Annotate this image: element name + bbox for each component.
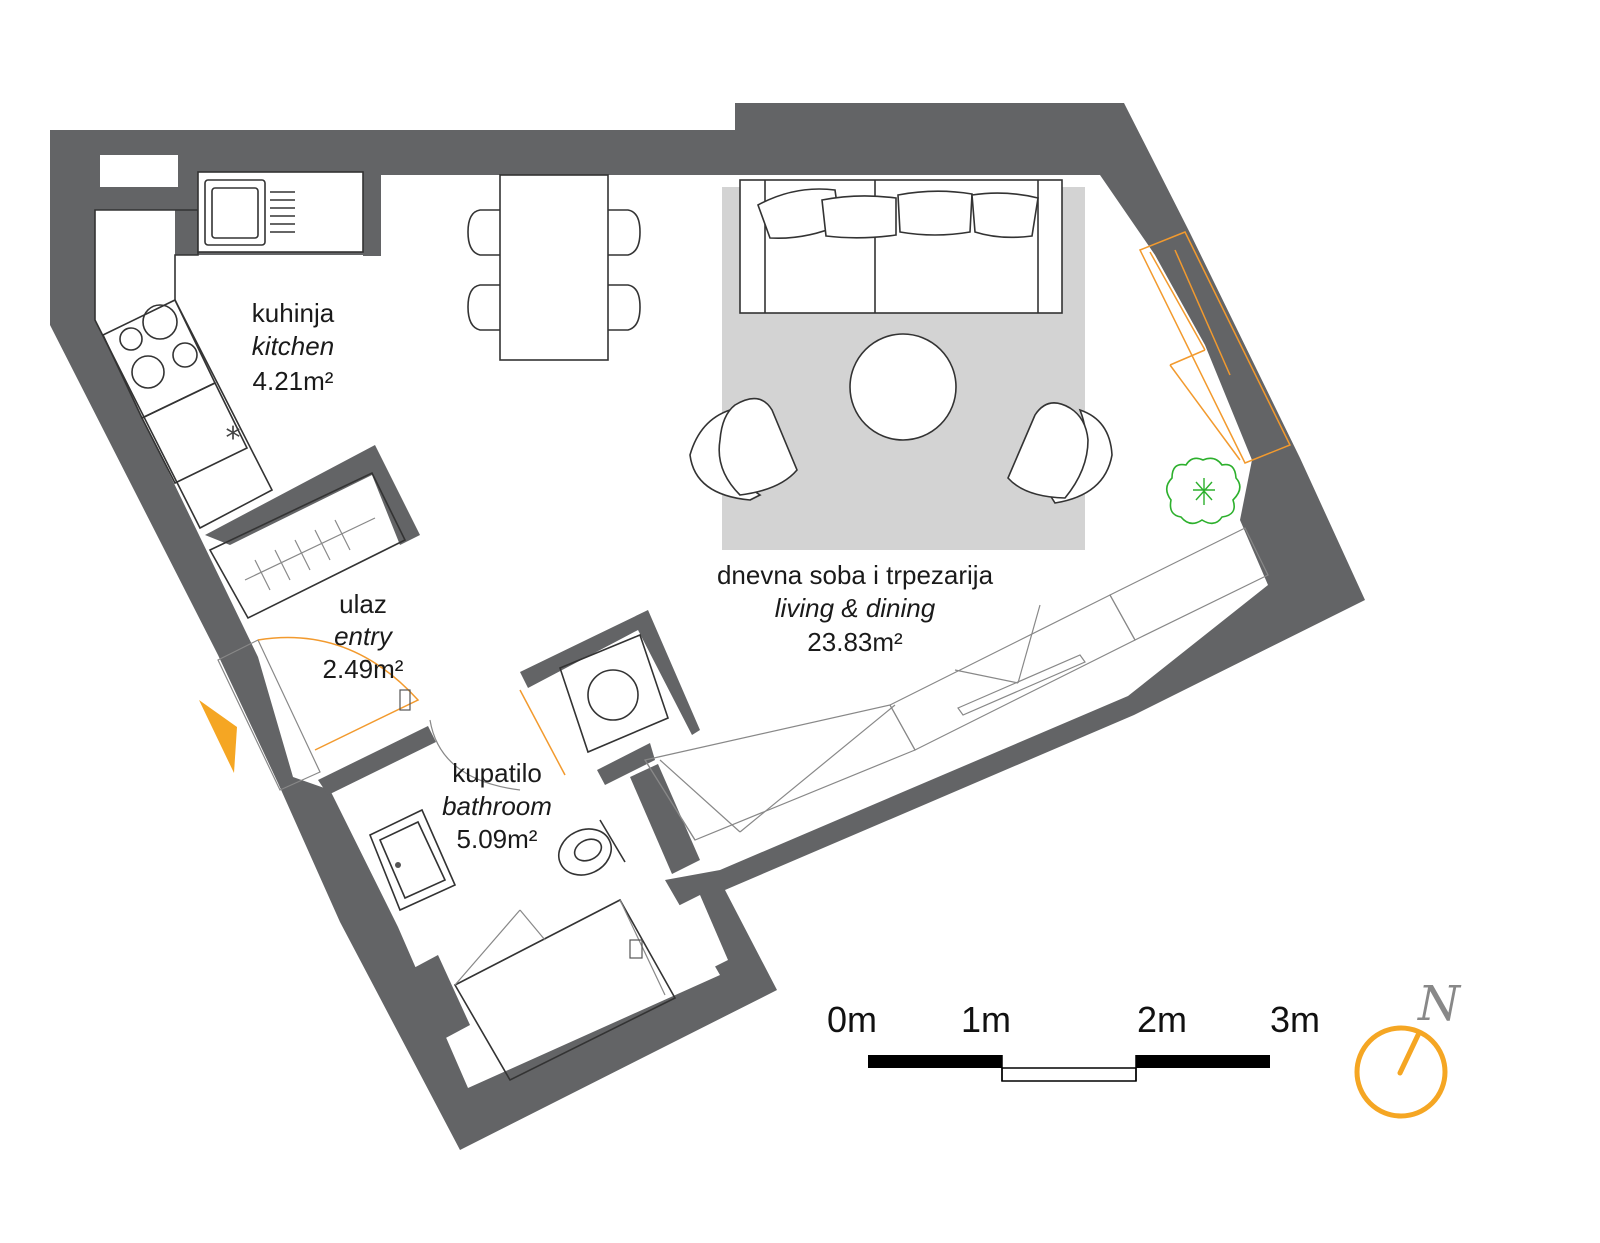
scale-label-2: 2m: [1137, 999, 1187, 1040]
wall-nook-top: [176, 170, 198, 210]
wardrobe: [644, 527, 1269, 841]
north-label: N: [1417, 976, 1462, 1032]
wall-bathroom-left: [318, 726, 436, 795]
window: [1138, 231, 1292, 464]
wall-bathroom-top: [520, 610, 700, 735]
living-name-local: dnevna soba i trpezarija: [717, 560, 994, 590]
entry-name-en: entry: [334, 621, 394, 651]
coffee-table: [849, 333, 957, 441]
door-handle: [399, 689, 411, 711]
bathroom-fixtures: [368, 633, 677, 1082]
outer-wall: [50, 103, 1365, 1150]
fan-icon: *: [226, 421, 241, 456]
scale-label-3: 3m: [1270, 999, 1320, 1040]
scale-segment-2: [1001, 1067, 1137, 1082]
plant-icon: [1165, 457, 1241, 525]
kitchen-name-en: kitchen: [252, 331, 334, 361]
wall-kitchen-pillar: [363, 172, 381, 256]
walls: [50, 103, 1365, 1150]
shower-icon: [453, 898, 677, 1082]
living-furniture: [644, 179, 1269, 841]
wall-closet: [205, 445, 420, 545]
sink-counter: [197, 171, 364, 253]
scale-bar: 0m 1m 2m 3m: [827, 999, 1320, 1082]
armchair-left: [689, 397, 798, 501]
scale-segment-1: [868, 1055, 1002, 1068]
kitchen-fixtures: *: [94, 171, 364, 530]
wall-bathroom-mid: [597, 743, 655, 785]
shaft-opening: [660, 895, 728, 980]
scale-label-1: 1m: [961, 999, 1011, 1040]
entry-area: 2.49m²: [323, 654, 404, 684]
sink-basin: [368, 808, 457, 912]
closet-hangers: [244, 517, 376, 591]
washing-machine-icon: [559, 633, 669, 754]
living-name-en: living & dining: [775, 593, 936, 623]
bathroom-name-local: kupatilo: [452, 758, 542, 788]
armchair-right: [1007, 402, 1113, 504]
wall-opening: [100, 155, 178, 187]
living-area: 23.83m²: [807, 627, 903, 657]
closet: [208, 471, 407, 620]
wall-shaft: [630, 764, 700, 874]
dining-table: [499, 174, 609, 361]
dining-set: [467, 174, 641, 361]
kitchen-area: 4.21m²: [253, 366, 334, 396]
wall-bath-inner: [410, 955, 470, 1040]
entry-door-frame: [217, 639, 321, 791]
entry-fixtures: [208, 471, 420, 791]
room-labels: kuhinja kitchen 4.21m² dnevna soba i trp…: [252, 298, 994, 854]
kitchen-name-local: kuhinja: [252, 298, 335, 328]
dishwasher: [140, 381, 249, 485]
bathroom-area: 5.09m²: [457, 824, 538, 854]
toilet-icon: [558, 819, 626, 876]
bathroom-door: [519, 689, 566, 776]
scale-segment-3: [1136, 1055, 1270, 1068]
compass-icon: N: [1354, 976, 1462, 1119]
entrance-arrow-icon: [199, 700, 237, 773]
kitchen-counter: [94, 209, 274, 530]
bathroom-name-en: bathroom: [442, 791, 552, 821]
entry-name-local: ulaz: [339, 589, 387, 619]
sink-icon: [204, 179, 295, 246]
chair-icon: [467, 209, 641, 331]
sofa-icon: [739, 179, 1063, 314]
bathroom-door-swing: [429, 719, 521, 791]
scale-label-0: 0m: [827, 999, 877, 1040]
